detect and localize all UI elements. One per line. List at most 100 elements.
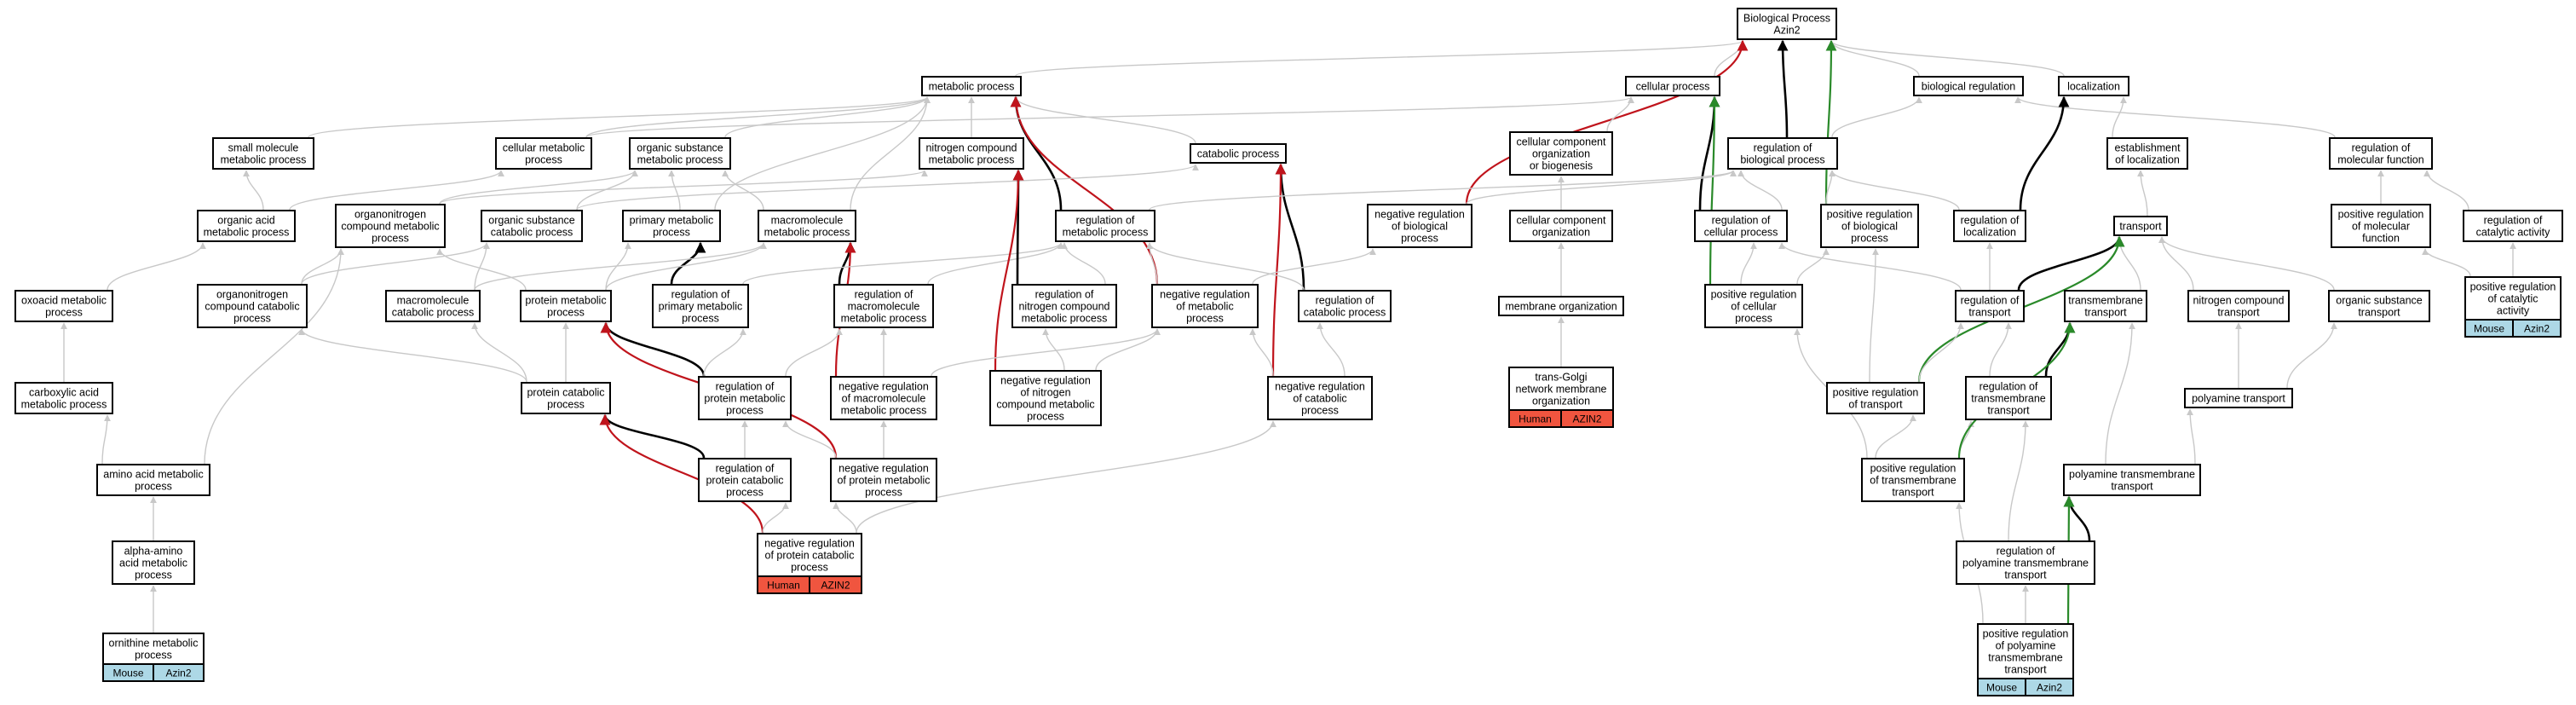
node-box [1267, 376, 1373, 420]
edge-gray [1714, 40, 1746, 77]
node-label-line: organonitrogen [354, 209, 426, 221]
node-label-line: of protein metabolic [837, 475, 930, 487]
edge-black [2019, 95, 2070, 211]
node-label-line: catabolic process [392, 307, 475, 319]
node-label-line: process [135, 650, 172, 662]
edge-gray [1918, 322, 1964, 383]
node-label-line: transport [1987, 405, 2030, 417]
edge-gray [1466, 170, 1737, 205]
node-label-line: process [233, 313, 271, 325]
node-box [2331, 204, 2431, 248]
node-label-line: transport [2004, 664, 2047, 676]
node-label-line: regulation of [2484, 215, 2543, 227]
go-node-membrane-org[interactable]: membrane organization [1498, 296, 1624, 316]
go-node-biological-regulation[interactable]: biological regulation [1913, 76, 2024, 96]
go-node-transport[interactable]: transport [2113, 216, 2168, 236]
go-node-metabolic[interactable]: metabolic process [921, 76, 1022, 96]
node-box [2106, 137, 2188, 170]
go-node-cellular-process[interactable]: cellular process [1625, 76, 1720, 96]
node-label-line: organic acid [217, 215, 274, 227]
node-label-line: of catalytic [2487, 293, 2538, 305]
node-label-line: activity [2497, 305, 2530, 317]
node-label-line: trans-Golgi [1535, 372, 1587, 384]
edge-gray [1061, 242, 1106, 285]
node-box [2184, 388, 2293, 408]
go-node-catabolic[interactable]: catabolic process [1190, 143, 1287, 164]
node-box [2064, 290, 2147, 322]
node-box [698, 376, 792, 420]
go-node-polyamine-transport[interactable]: polyamine transport [2184, 388, 2293, 408]
node-label-line: metabolic process [21, 399, 107, 411]
node-label-line: membrane organization [1505, 301, 1616, 313]
node-label-line: acid metabolic [119, 558, 187, 569]
node-box [102, 633, 205, 665]
node-box [2328, 290, 2430, 322]
node-box [197, 210, 296, 242]
edge-black [600, 321, 706, 377]
node-box [758, 210, 856, 242]
go-node-localization[interactable]: localization [2058, 76, 2129, 96]
node-label-line: function [2362, 233, 2400, 245]
node-box [1625, 76, 1720, 96]
node-label-line: of molecular [2352, 221, 2410, 233]
edge-gray [1778, 242, 1962, 291]
edge-gray [289, 170, 504, 211]
